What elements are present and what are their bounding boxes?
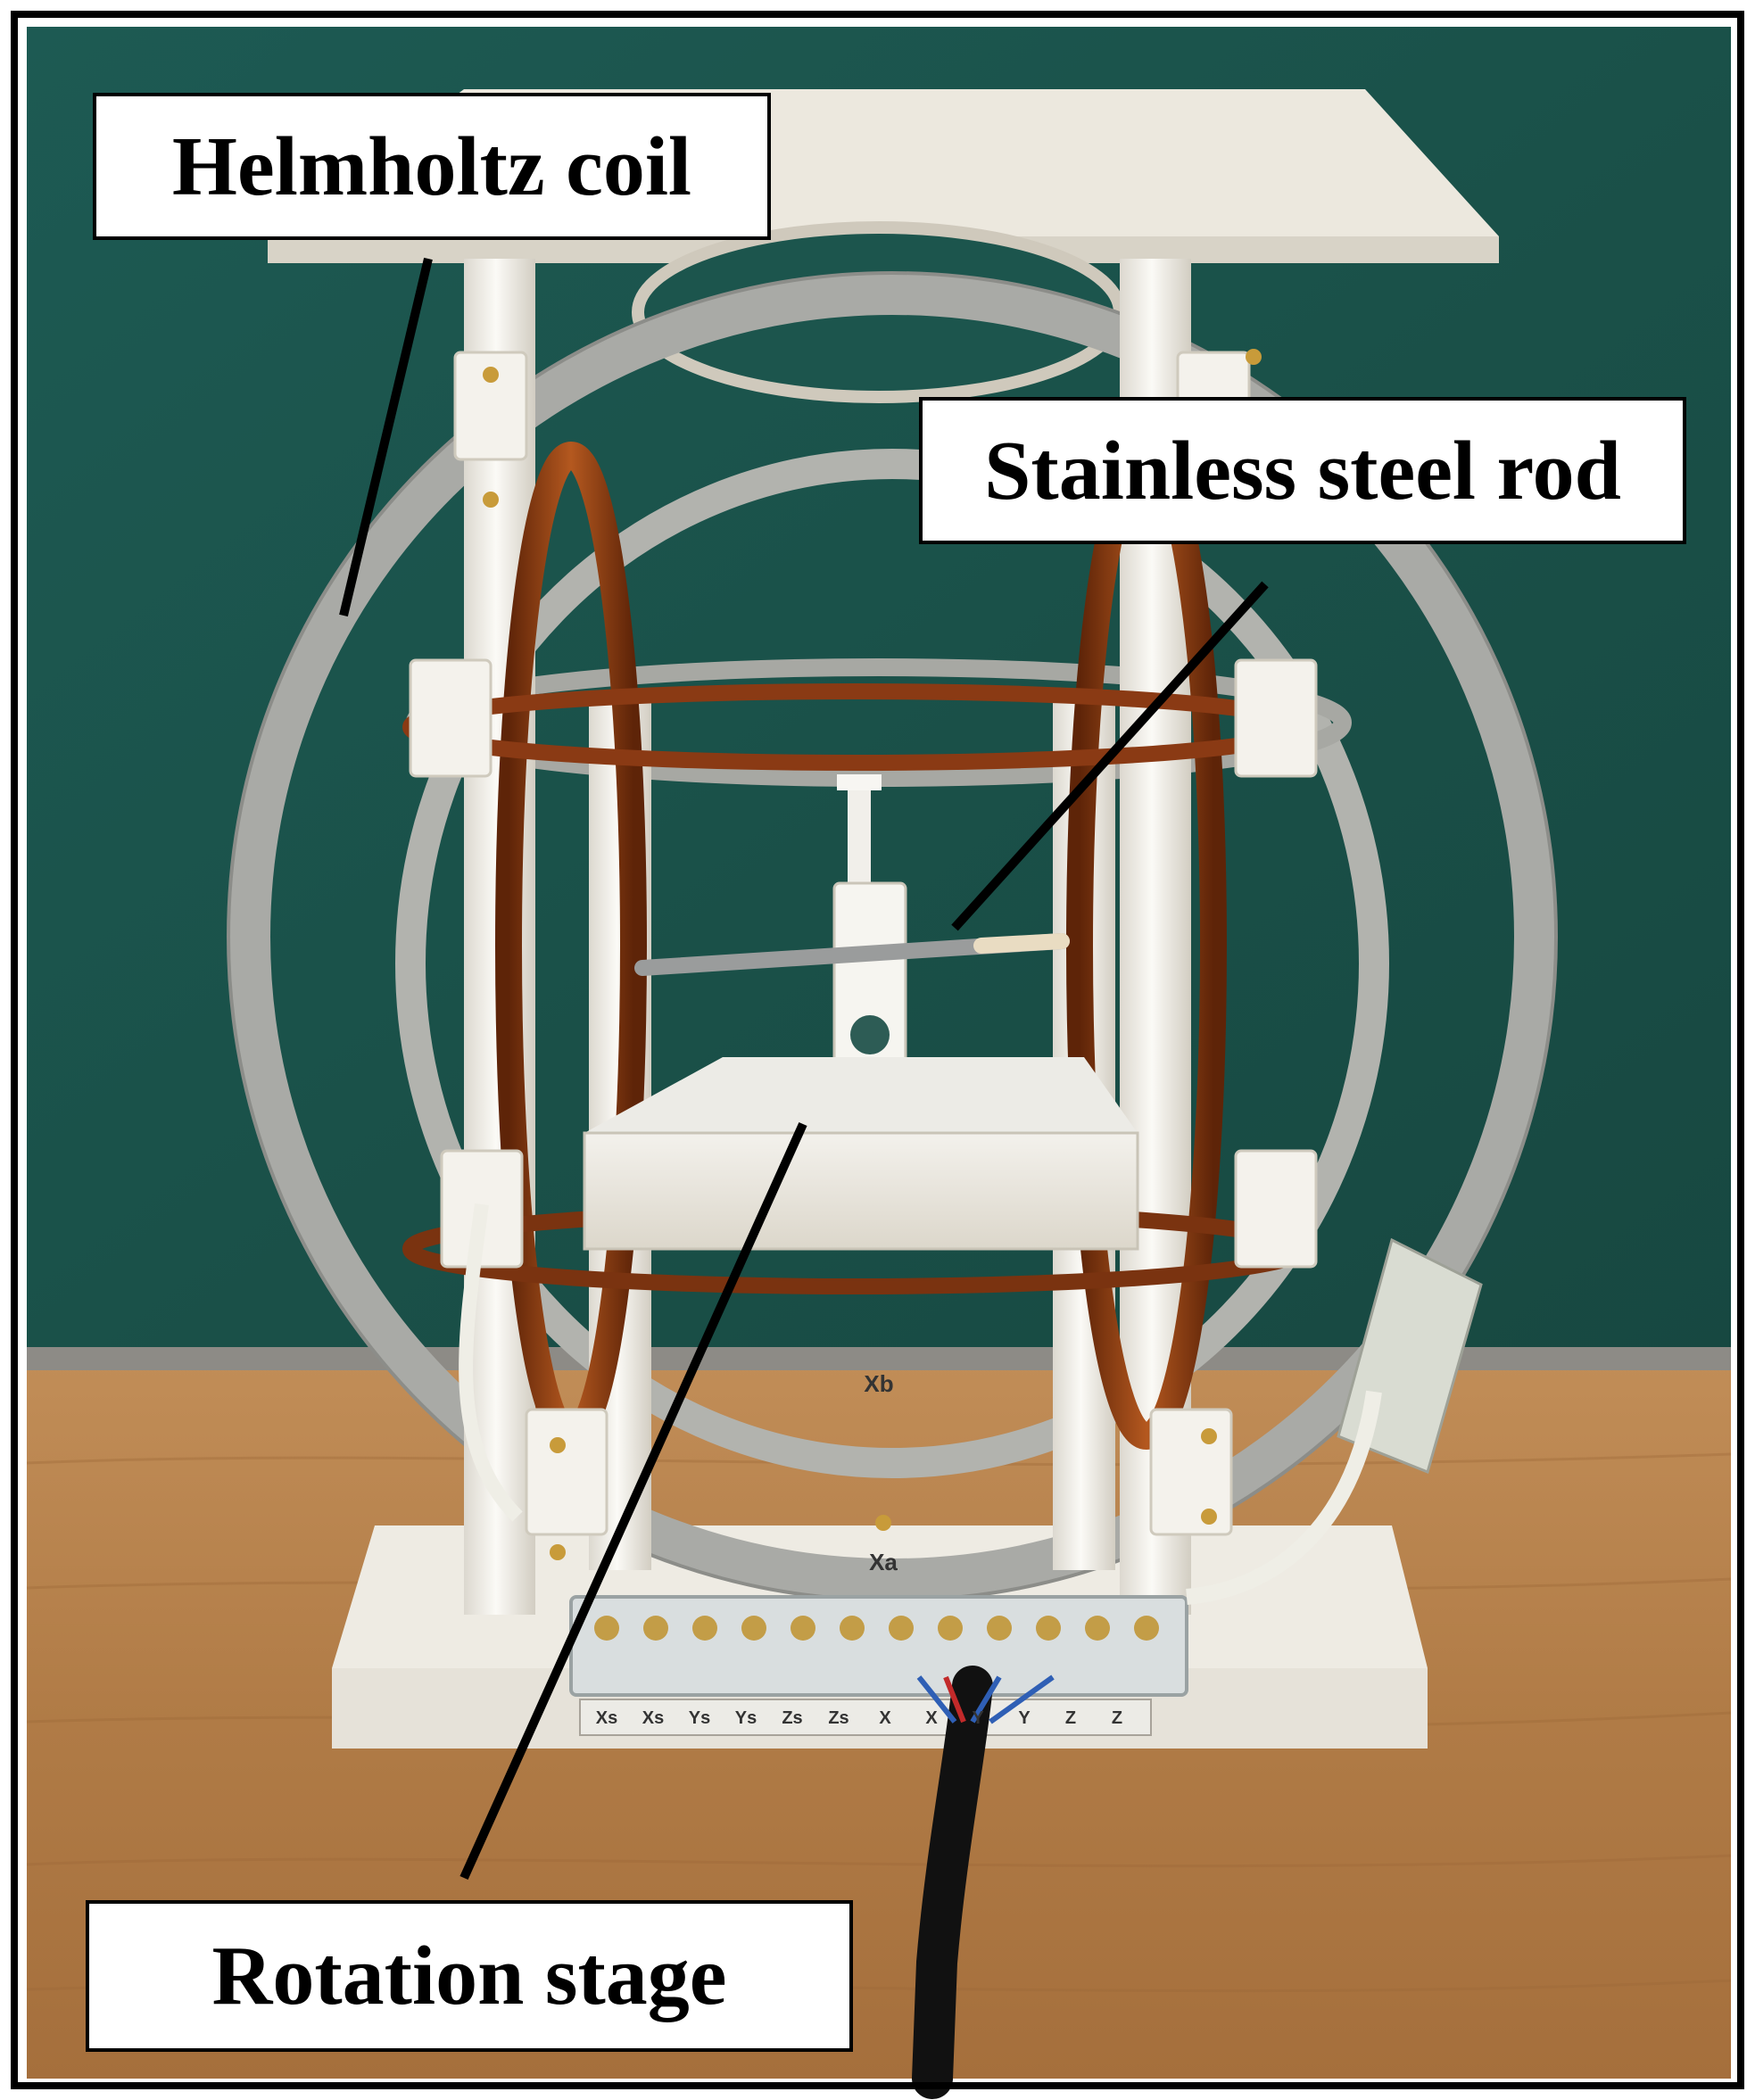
braided-cable-right (1186, 1390, 1382, 1605)
terminal-label: X (925, 1708, 938, 1728)
desk-edge-strip (27, 1347, 1731, 1370)
terminal-label: Y (972, 1708, 984, 1728)
rotation-stage-top (584, 1057, 1138, 1133)
terminal-label: Y (1018, 1708, 1031, 1728)
terminal-label-strip (579, 1699, 1152, 1736)
terminal-screws (594, 1616, 1159, 1641)
rotation-stage-text: Rotation stage (211, 1930, 727, 2022)
cable-wires (916, 1674, 1055, 1724)
terminal-label: Xs (642, 1708, 664, 1728)
middle-coil-ring (395, 449, 1389, 1478)
terminal-label: Z (1112, 1708, 1122, 1728)
terminal-label: Z (1065, 1708, 1076, 1728)
terminal-label: Ys (735, 1708, 757, 1728)
terminal-label: Ys (689, 1708, 710, 1728)
helmholtz-coil-text: Helmholtz coil (171, 120, 692, 213)
terminal-label: Zs (828, 1708, 849, 1728)
terminal-block (569, 1595, 1188, 1697)
helmholtz-leader-line (339, 257, 433, 617)
cable-wire-red (943, 1675, 966, 1724)
rotation-stage-front (583, 1131, 1139, 1251)
screw-rod (848, 785, 871, 892)
cable (912, 1666, 993, 2099)
braided-cable-left (459, 1203, 523, 1522)
terminal-label: Xs (596, 1708, 617, 1728)
rotation-stage-label: Rotation stage (86, 1900, 853, 2052)
outer-coil-ring (229, 274, 1555, 1600)
figure-border (11, 11, 1744, 2089)
screw-head (837, 774, 882, 790)
ring-label: Xb (864, 1370, 893, 1397)
stainless-steel-rod-label: Stainless steel rod (919, 397, 1686, 544)
clamp-hole (850, 1015, 890, 1054)
stage-leader-line (459, 1121, 807, 1881)
terminal-label: Zs (782, 1708, 802, 1728)
rod-end-cap (973, 933, 1070, 954)
ring-label: Xa (869, 1549, 898, 1575)
terminal-label: X (879, 1708, 891, 1728)
rod-leader-line (951, 581, 1269, 931)
helmholtz-coil-label: Helmholtz coil (93, 93, 771, 240)
stainless-steel-rod-text: Stainless steel rod (984, 424, 1621, 517)
